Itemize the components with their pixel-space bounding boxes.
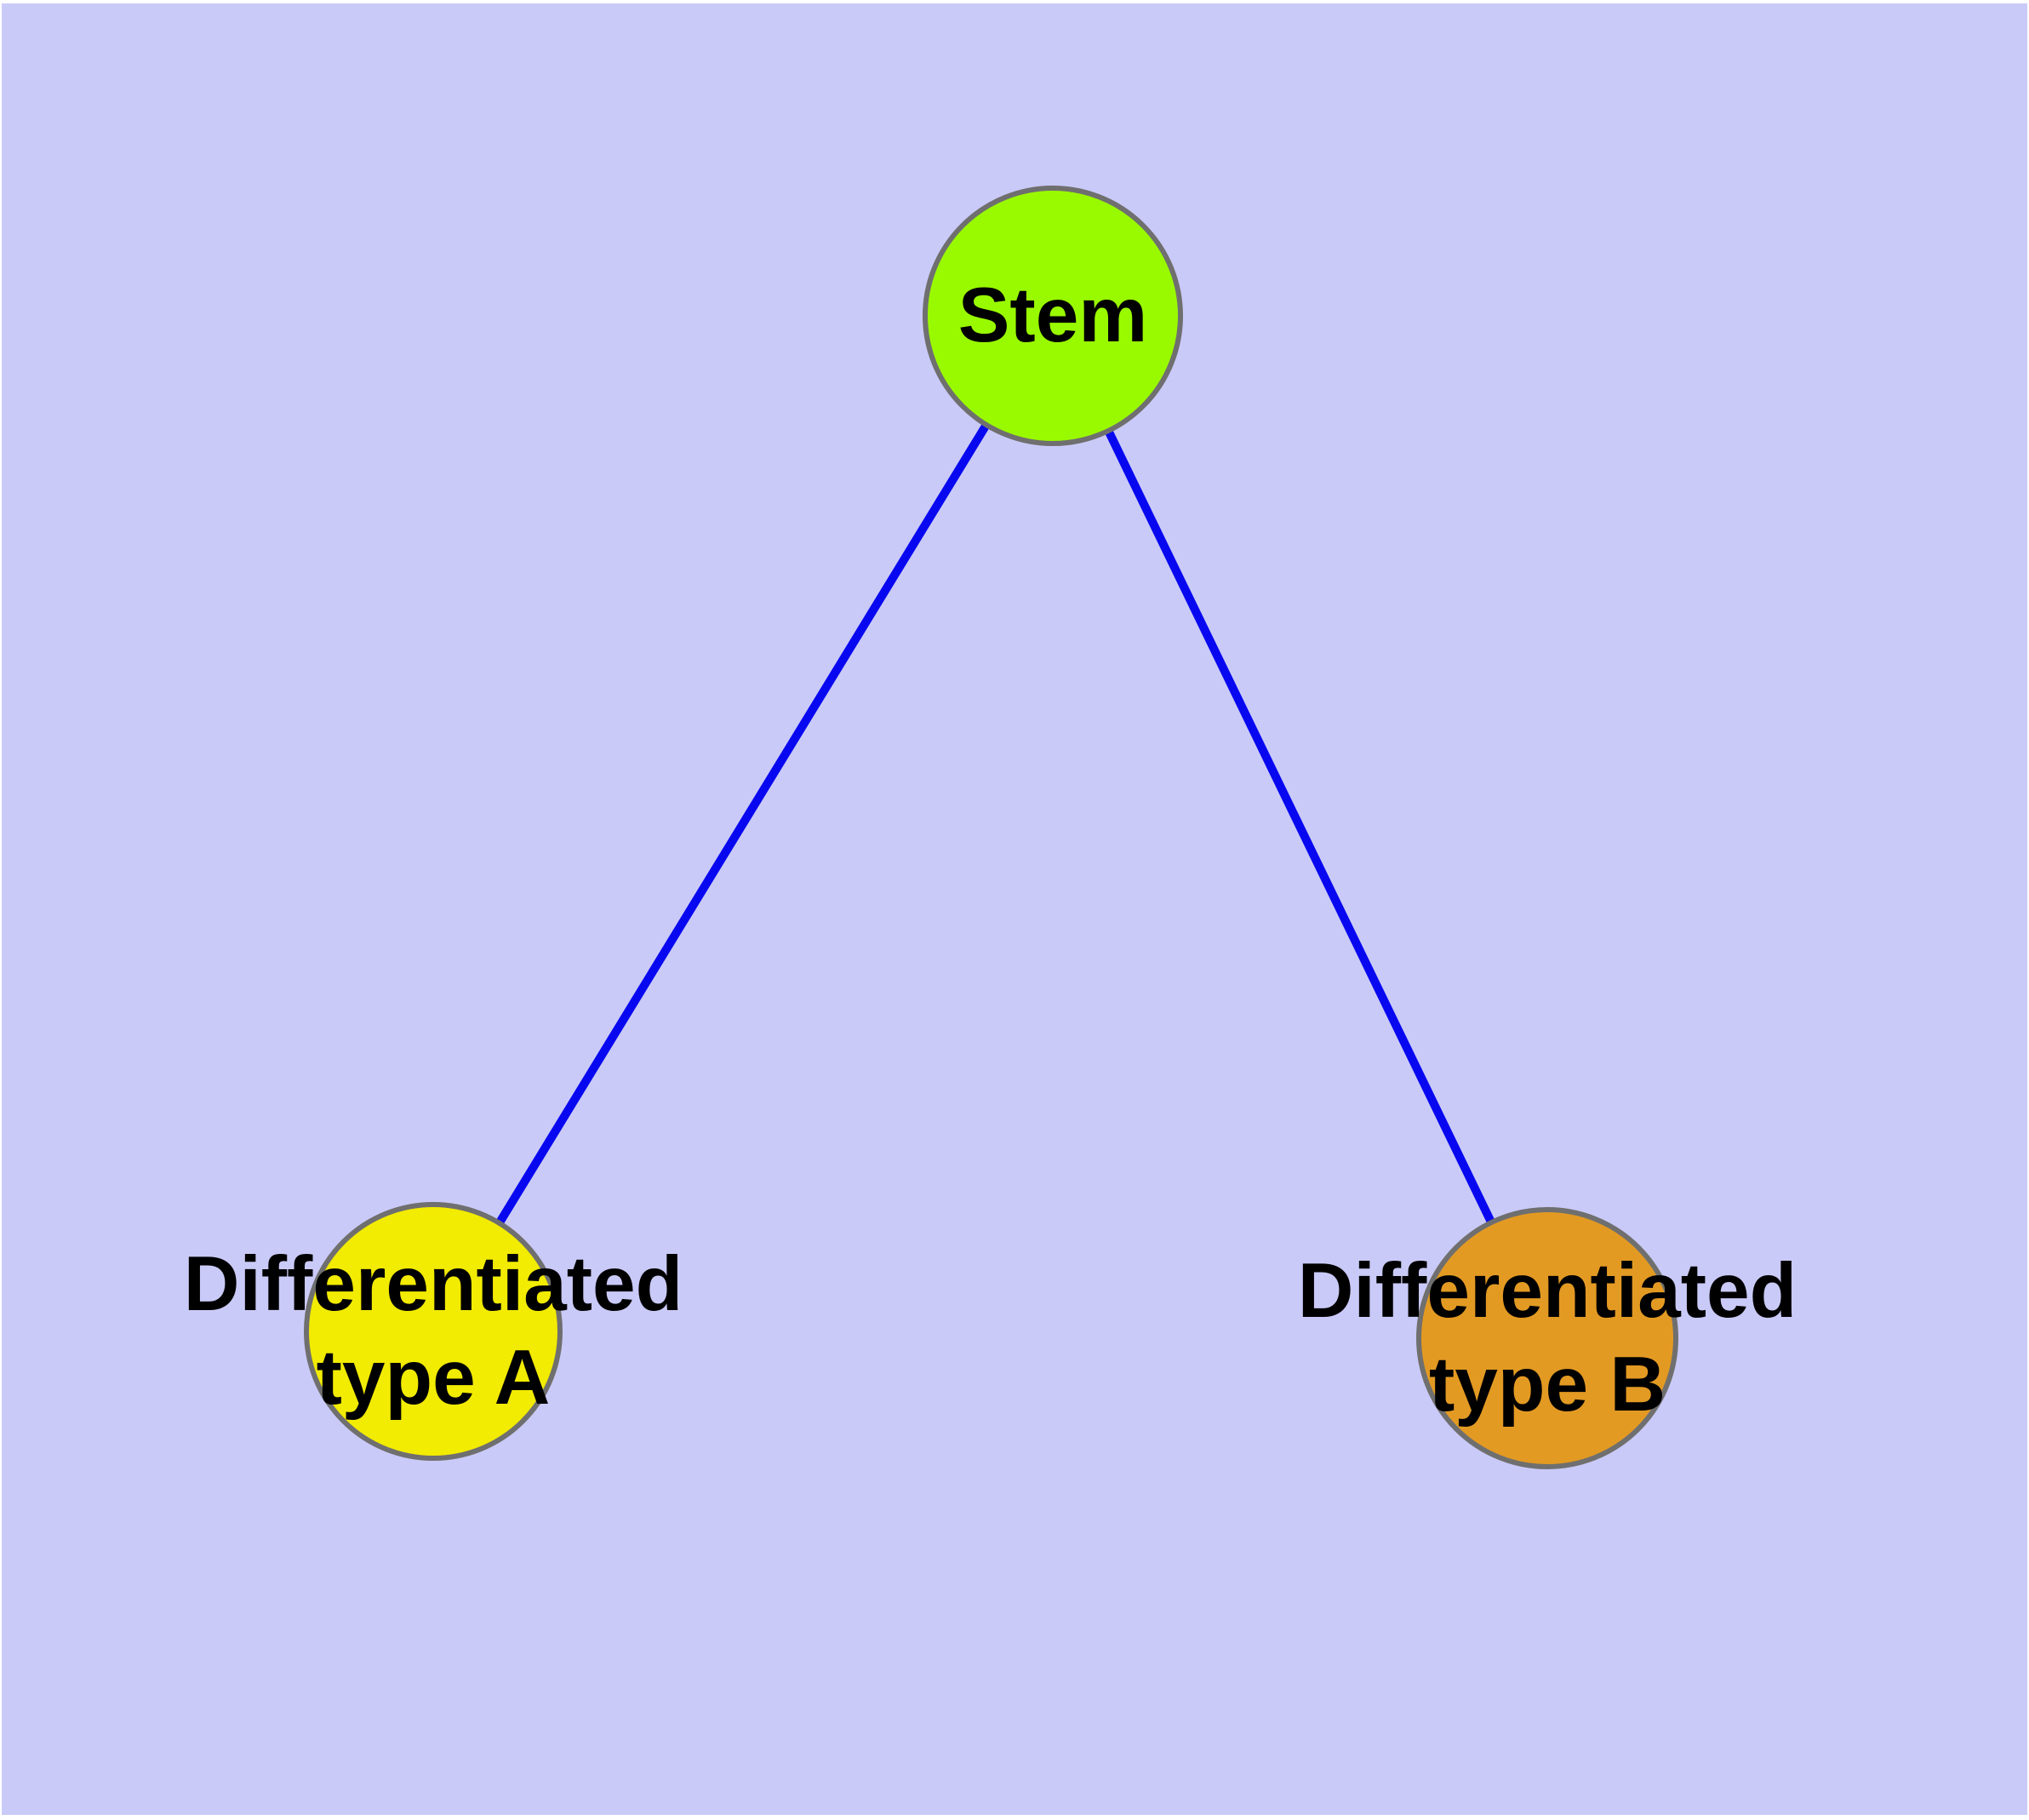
node-stem [923,186,1183,446]
node-diff-a [304,1202,563,1461]
edge-stem-diff-b [1049,313,1552,1341]
edge-stem-diff-a [429,313,1057,1334]
node-diff-b [1416,1207,1678,1469]
